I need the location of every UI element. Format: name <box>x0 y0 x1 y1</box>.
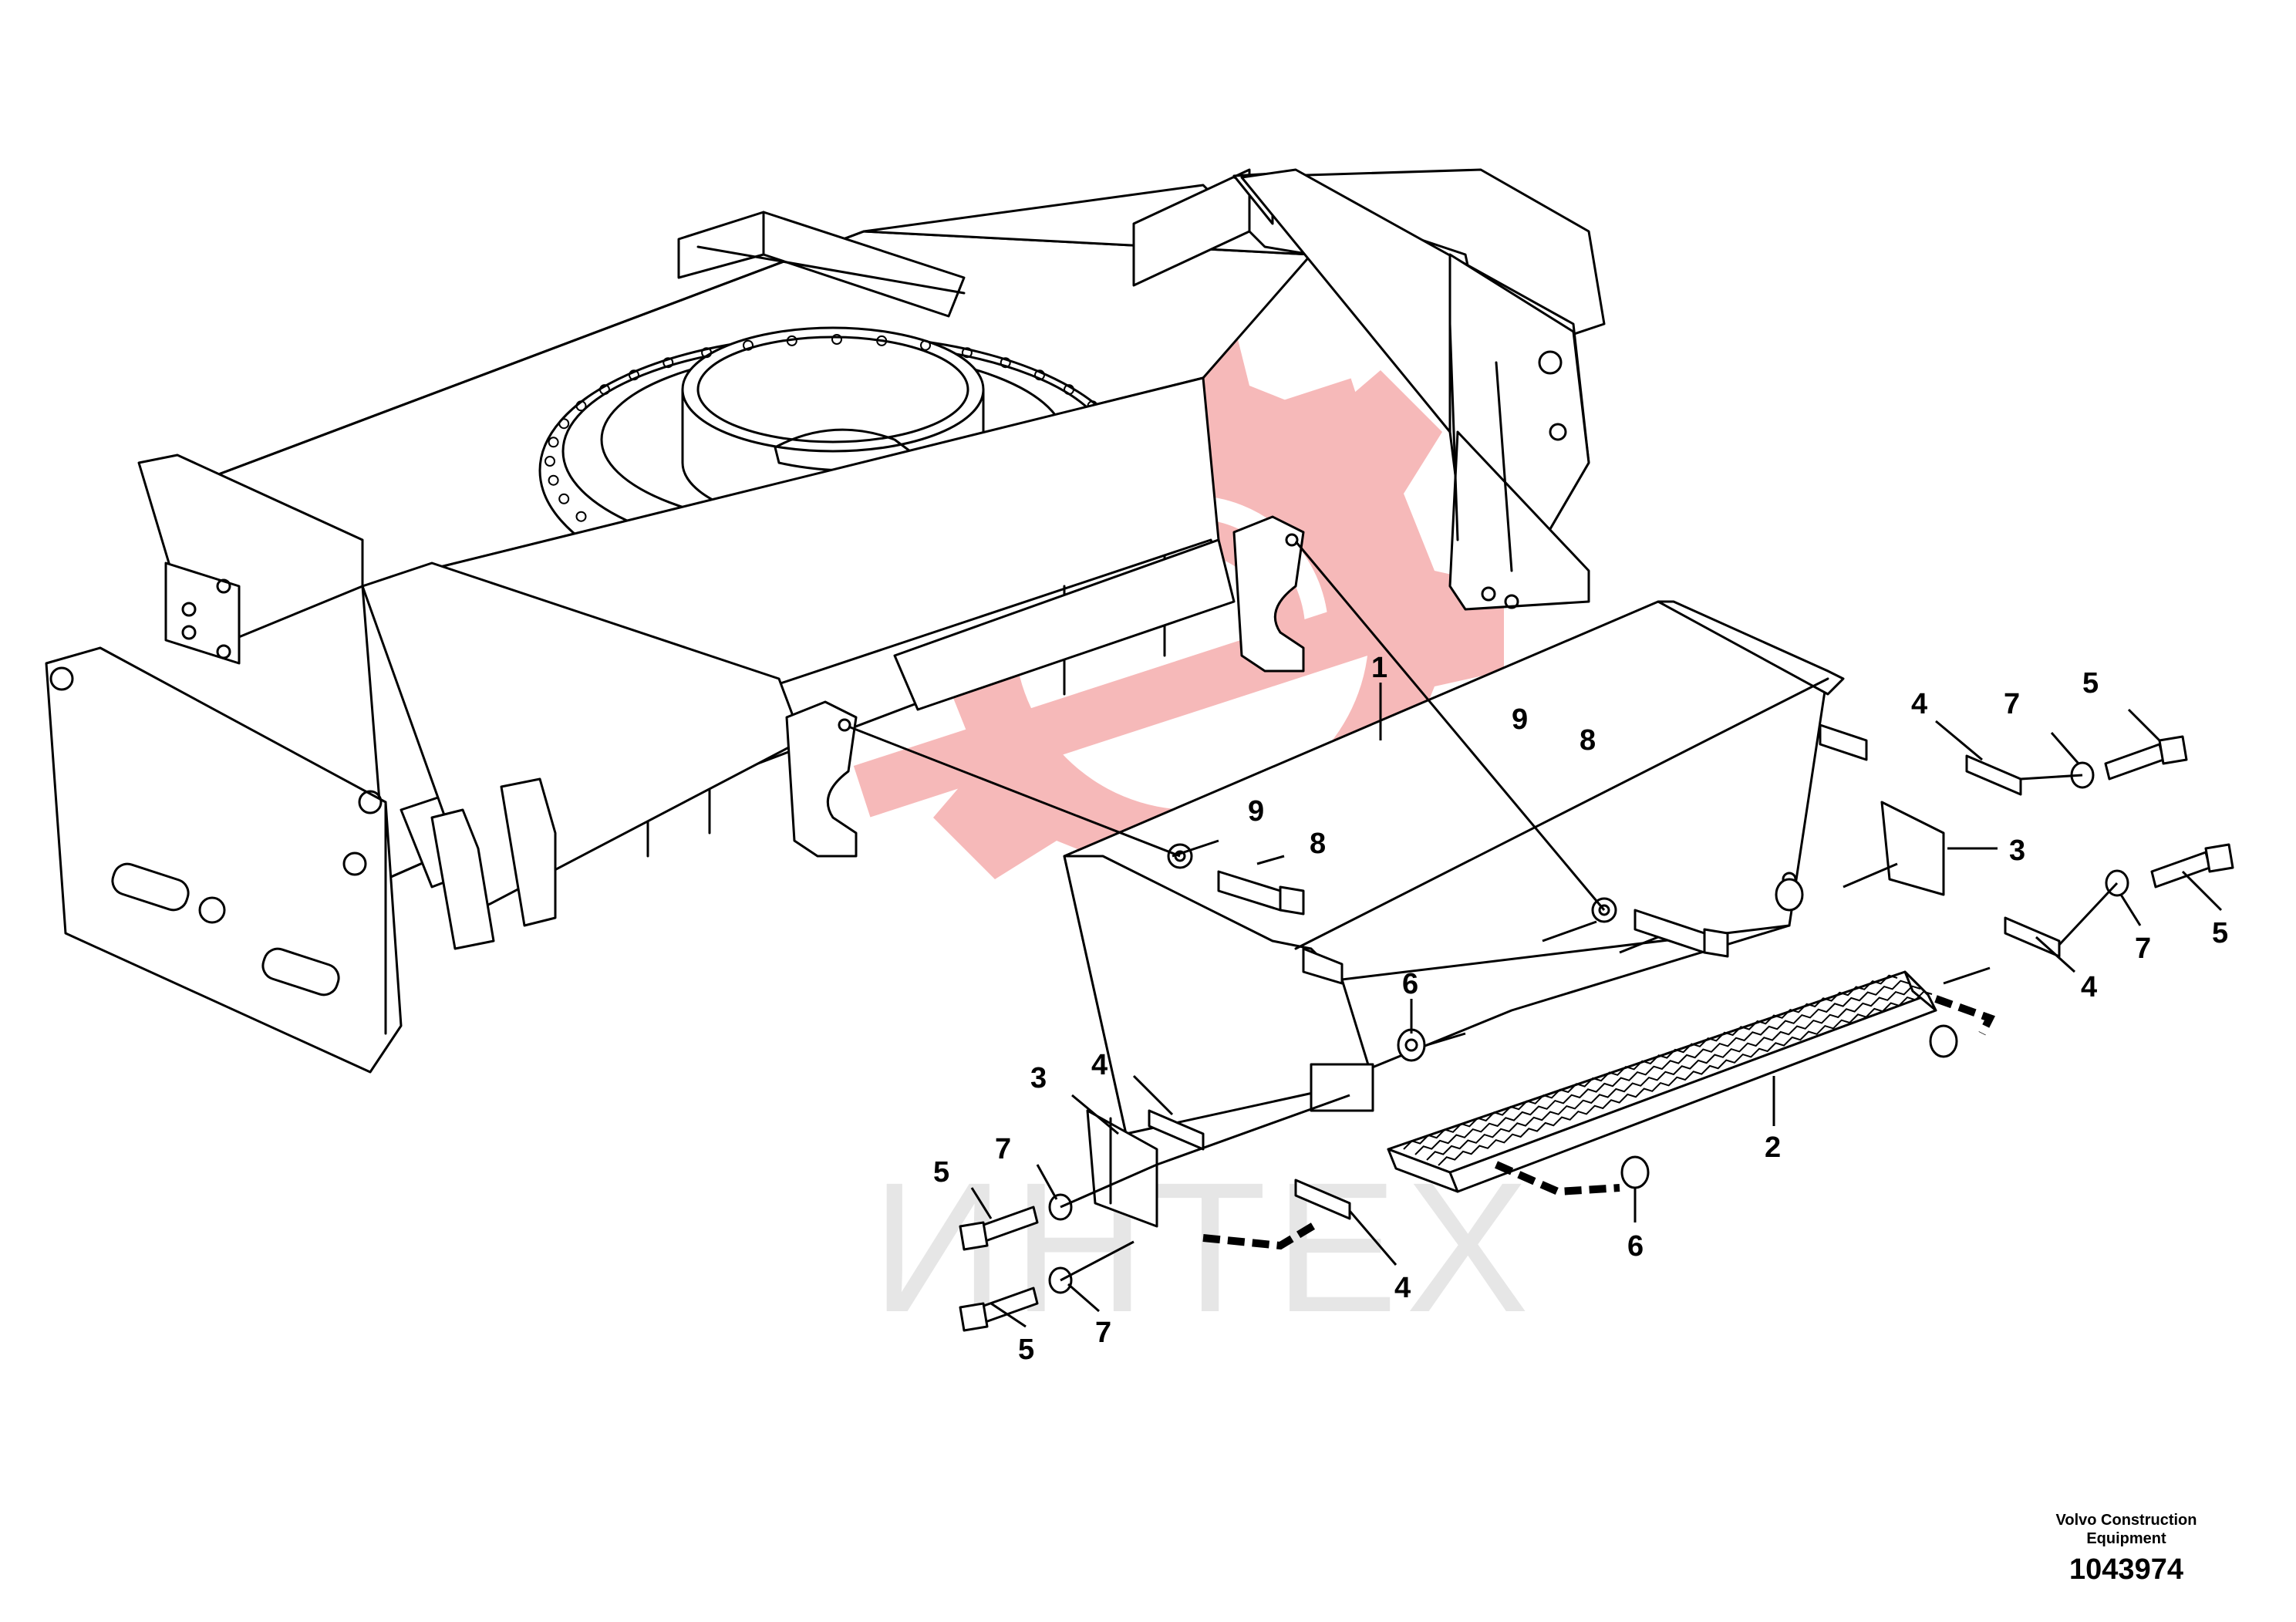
callout-7-right-upper: 7 <box>2004 688 2020 720</box>
callout-7-left-lower: 7 <box>1095 1317 1111 1349</box>
left-lug-bracket <box>785 700 858 858</box>
nut-item-6-b <box>1620 1024 1958 1189</box>
grating-tooth-row <box>1426 985 1921 1161</box>
clip-item-4-c <box>1965 754 2022 796</box>
lower-frame <box>45 376 1236 1074</box>
bolt-hole <box>548 474 559 486</box>
bolt-hole <box>558 493 570 504</box>
bracket-item-3-left <box>1086 1109 1158 1228</box>
callout-9-upper: 9 <box>1512 703 1528 736</box>
callout-6-lower: 6 <box>1627 1230 1644 1263</box>
clip-item-4-b <box>1294 1179 1351 1220</box>
callout-4-right-lower: 4 <box>2081 971 2097 1003</box>
bolt-hole <box>961 347 973 359</box>
callout-7-right-lower: 7 <box>2135 932 2151 965</box>
callout-5-right-lower: 5 <box>2212 917 2228 949</box>
bolt-hole <box>548 437 559 448</box>
bolt-hole <box>876 335 888 346</box>
bolt-item-8-upper <box>1591 897 1729 958</box>
callout-4-left-upper: 4 <box>1091 1049 1108 1081</box>
callout-3-left: 3 <box>1030 1062 1047 1094</box>
bolt-item-5-d <box>2105 843 2234 897</box>
callout-5-left-upper: 5 <box>933 1156 949 1189</box>
callout-5-left-lower: 5 <box>1018 1334 1034 1366</box>
footer-brand-line1: Volvo Construction <box>2055 1512 2197 1529</box>
callout-1: 1 <box>1371 652 1387 684</box>
bolt-hole <box>629 369 639 381</box>
callout-9-lower: 9 <box>1248 795 1264 828</box>
bolt-hole <box>544 456 555 467</box>
bolt-hole <box>575 511 587 522</box>
callout-2: 2 <box>1765 1131 1781 1164</box>
callout-6-upper: 6 <box>1402 968 1418 1000</box>
bolt-hole <box>558 418 570 430</box>
bolt-item-5-c <box>2070 735 2188 789</box>
step-box-item-1 <box>1063 600 1868 1135</box>
nut-item-6-a <box>1397 878 1804 1062</box>
bolt-hole <box>701 347 713 359</box>
callout-4-left-lower: 4 <box>1394 1272 1411 1304</box>
bolt-hole <box>743 339 754 351</box>
bracket-item-3-right <box>1880 801 1945 896</box>
bolt-hole <box>786 335 797 346</box>
grating-tooth-row <box>1403 974 1898 1150</box>
callout-4-right-upper: 4 <box>1911 688 1927 720</box>
bolt-hole <box>1000 357 1011 369</box>
clip-item-4-a <box>1148 1109 1205 1151</box>
callout-8-lower: 8 <box>1310 828 1326 860</box>
callout-7-left-upper: 7 <box>995 1133 1011 1165</box>
drawing-number: 1043974 <box>2069 1553 2183 1586</box>
assembly-lines <box>848 541 2119 1282</box>
grating-tooth-row <box>1438 990 1933 1166</box>
grating-teeth <box>1403 974 1933 1166</box>
right-lug-bracket <box>1232 515 1305 673</box>
upper-frame <box>137 168 1606 665</box>
bolt-hole <box>663 357 674 369</box>
bolt-hole <box>1064 384 1074 396</box>
bolt-hole <box>1034 369 1045 381</box>
callout-5-right-upper: 5 <box>2082 667 2099 700</box>
bolt-hole <box>575 400 587 412</box>
bolt-item-5-a <box>959 1193 1073 1251</box>
bolt-item-5-b <box>959 1266 1073 1332</box>
callout-3-right: 3 <box>2009 835 2025 867</box>
bolt-hole <box>599 384 610 396</box>
grating-tooth-row <box>1414 980 1910 1155</box>
callout-8-upper: 8 <box>1580 724 1596 757</box>
footer-brand-line2: Equipment <box>2086 1530 2166 1547</box>
bolt-hole <box>920 339 931 351</box>
callout-leaders <box>970 683 2223 1328</box>
bolt-hole <box>831 334 842 345</box>
callouts: 1 2 3 3 4 4 4 4 5 5 5 5 6 6 7 7 7 7 8 8 … <box>933 652 2228 1366</box>
step-grating-item-2 <box>1387 970 1937 1193</box>
